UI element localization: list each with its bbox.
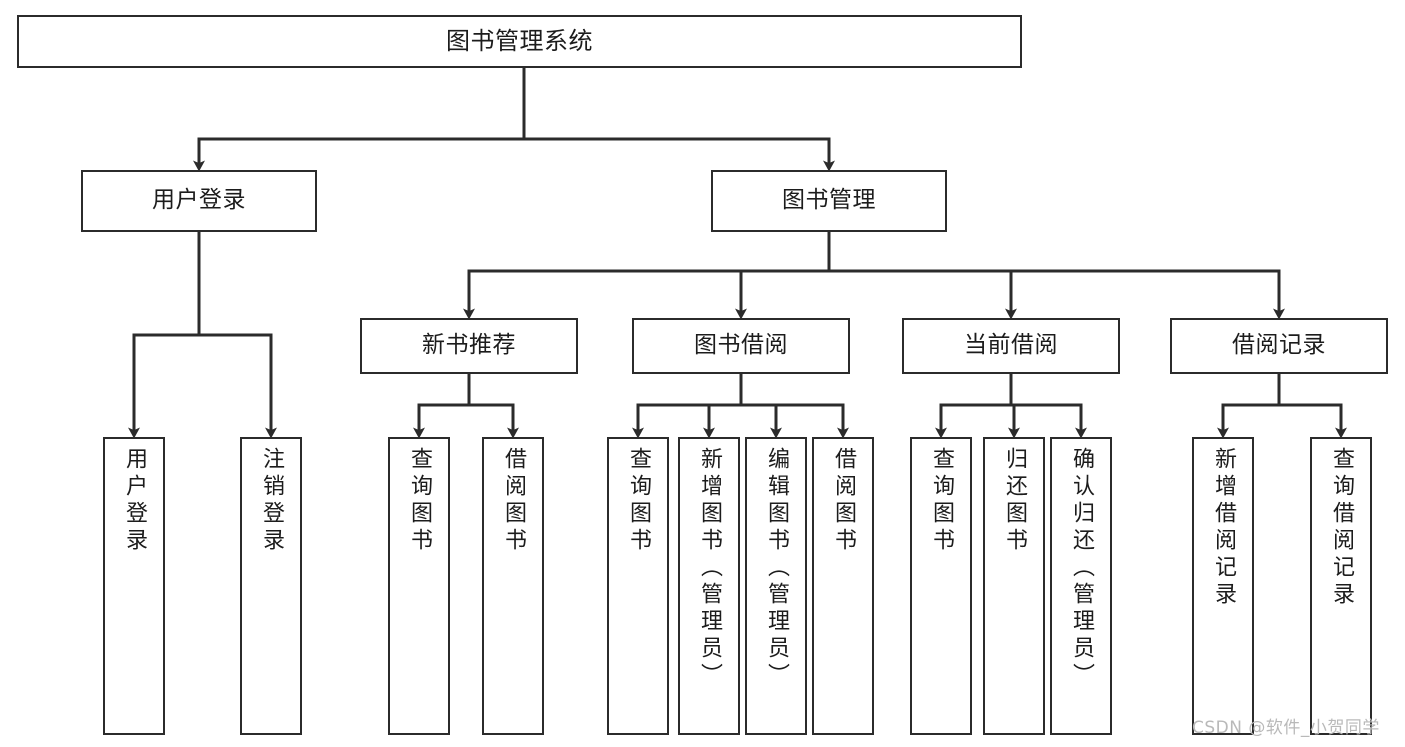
node-label: 图书管理 (782, 187, 876, 214)
node-label: 借阅图书 (831, 447, 856, 555)
node-label: 当前借阅 (964, 332, 1058, 359)
node-root-system[interactable]: 图书管理系统 (17, 15, 1022, 68)
node-borrow-record[interactable]: 借阅记录 (1170, 318, 1388, 374)
node-label: 新增图书（管理员） (697, 447, 722, 690)
leaf-logout[interactable]: 注销登录 (240, 437, 302, 735)
leaf-query-record[interactable]: 查询借阅记录 (1310, 437, 1372, 735)
node-label: 编辑图书（管理员） (764, 447, 789, 690)
leaf-query-book-1[interactable]: 查询图书 (388, 437, 450, 735)
leaf-query-book-3[interactable]: 查询图书 (910, 437, 972, 735)
node-label: 借阅图书 (501, 447, 526, 555)
node-label: 归还图书 (1002, 447, 1027, 555)
node-label: 新书推荐 (422, 332, 516, 359)
node-current-borrow[interactable]: 当前借阅 (902, 318, 1120, 374)
leaf-add-book[interactable]: 新增图书（管理员） (678, 437, 740, 735)
node-book-manage[interactable]: 图书管理 (711, 170, 947, 232)
node-label: 查询借阅记录 (1329, 447, 1354, 609)
node-label: 查询图书 (929, 447, 954, 555)
node-label: 查询图书 (407, 447, 432, 555)
node-label: 借阅记录 (1232, 332, 1326, 359)
node-book-borrow[interactable]: 图书借阅 (632, 318, 850, 374)
leaf-edit-book[interactable]: 编辑图书（管理员） (745, 437, 807, 735)
leaf-borrow-book-1[interactable]: 借阅图书 (482, 437, 544, 735)
node-label: 图书管理系统 (446, 27, 593, 56)
node-label: 确认归还（管理员） (1069, 447, 1094, 690)
node-label: 用户登录 (122, 447, 147, 555)
node-label: 图书借阅 (694, 332, 788, 359)
leaf-query-book-2[interactable]: 查询图书 (607, 437, 669, 735)
leaf-return-book[interactable]: 归还图书 (983, 437, 1045, 735)
node-user-login[interactable]: 用户登录 (81, 170, 317, 232)
node-label: 注销登录 (259, 447, 284, 555)
node-label: 用户登录 (152, 187, 246, 214)
node-label: 查询图书 (626, 447, 651, 555)
leaf-confirm-return[interactable]: 确认归还（管理员） (1050, 437, 1112, 735)
leaf-add-record[interactable]: 新增借阅记录 (1192, 437, 1254, 735)
node-label: 新增借阅记录 (1211, 447, 1236, 609)
leaf-borrow-book-2[interactable]: 借阅图书 (812, 437, 874, 735)
node-new-book-recommend[interactable]: 新书推荐 (360, 318, 578, 374)
csdn-watermark: CSDN @软件_小贺同学 (1192, 718, 1380, 738)
leaf-user-login[interactable]: 用户登录 (103, 437, 165, 735)
